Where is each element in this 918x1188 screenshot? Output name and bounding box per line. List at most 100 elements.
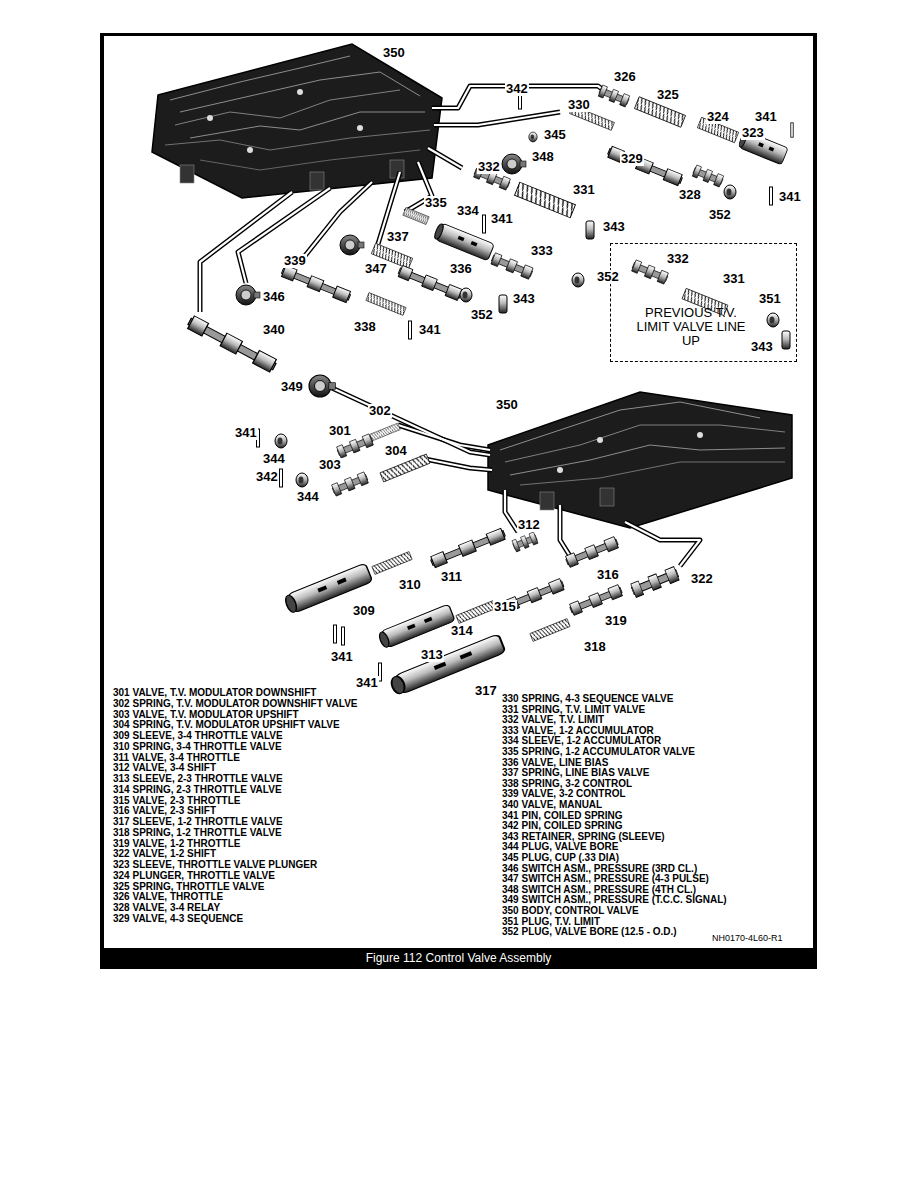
parts-list-entry: 352 PLUG, VALVE BORE (12.5 - O.D.): [502, 926, 677, 937]
parts-list-entry: 316 VALVE, 2-3 SHIFT: [113, 805, 216, 816]
callout-number: 328: [678, 188, 702, 202]
callout-number: 340: [262, 323, 286, 337]
callout-number: 341: [778, 190, 802, 204]
callout-number: 316: [596, 568, 620, 582]
parts-list-entry: 318 SPRING, 1-2 THROTTLE VALVE: [113, 827, 282, 838]
parts-list-entry: 341 PIN, COILED SPRING: [502, 810, 623, 821]
callout-number: 344: [262, 452, 286, 466]
parts-list-entry: 322 VALVE, 1-2 SHIFT: [113, 848, 216, 859]
callout-number: 317: [474, 684, 498, 698]
callout-number: 332: [666, 252, 690, 266]
callout-number: 351: [758, 292, 782, 306]
callout-number: 344: [296, 490, 320, 504]
parts-list-entry: 339 VALVE, 3-2 CONTROL: [502, 788, 626, 799]
callout-number: 304: [384, 444, 408, 458]
callout-number: 341: [418, 323, 442, 337]
callout-number: 342: [255, 470, 279, 484]
parts-list-entry: 324 PLUNGER, THROTTLE VALVE: [113, 870, 275, 881]
callout-number: 309: [352, 604, 376, 618]
parts-list-entry: 303 VALVE, T.V. MODULATOR UPSHIFT: [113, 709, 299, 720]
parts-list-entry: 330 SPRING, 4-3 SEQUENCE VALVE: [502, 693, 673, 704]
callout-number: 352: [596, 270, 620, 284]
callout-number: 339: [283, 254, 307, 268]
callout-number: 350: [495, 398, 519, 412]
parts-list-entry: 332 VALVE, T.V. LIMIT: [502, 714, 604, 725]
callout-number: 347: [364, 262, 388, 276]
callout-number: 335: [424, 196, 448, 210]
parts-list-entry: 304 SPRING, T.V. MODULATOR UPSHIFT VALVE: [113, 719, 340, 730]
callout-number: 314: [450, 624, 474, 638]
parts-list-entry: 319 VALVE, 1-2 THROTTLE: [113, 838, 240, 849]
callout-number: 325: [656, 88, 680, 102]
callout-number: 322: [690, 572, 714, 586]
figure-caption: Figure 112 Control Valve Assembly: [100, 949, 817, 967]
callout-number: 313: [420, 648, 444, 662]
parts-list-entry: 326 VALVE, THROTTLE: [113, 891, 223, 902]
parts-list-entry: 310 SPRING, 3-4 THROTTLE VALVE: [113, 741, 282, 752]
callout-number: 342: [505, 82, 529, 96]
callout-number: 332: [477, 160, 501, 174]
parts-list-entry: 336 VALVE, LINE BIAS: [502, 757, 608, 768]
callout-number: 352: [708, 208, 732, 222]
callout-number: 329: [620, 152, 644, 166]
callout-number: 333: [530, 244, 554, 258]
callout-number: 312: [517, 518, 541, 532]
parts-list-entry: 343 RETAINER, SPRING (SLEEVE): [502, 831, 665, 842]
callout-number: 343: [602, 220, 626, 234]
parts-list-entry: 325 SPRING, THROTTLE VALVE: [113, 881, 264, 892]
callout-number: 343: [512, 292, 536, 306]
callout-number: 319: [604, 614, 628, 628]
callout-number: 337: [386, 230, 410, 244]
callout-number: 318: [583, 640, 607, 654]
callout-number: 310: [398, 578, 422, 592]
parts-list-entry: 338 SPRING, 3-2 CONTROL: [502, 778, 632, 789]
callout-number: 343: [750, 340, 774, 354]
callout-number: 345: [543, 128, 567, 142]
parts-list-entry: 302 SPRING, T.V. MODULATOR DOWNSHIFT VAL…: [113, 698, 357, 709]
callout-number: 341: [490, 212, 514, 226]
callout-number: 324: [706, 110, 730, 124]
callout-number: 341: [330, 650, 354, 664]
callout-number: 303: [318, 458, 342, 472]
callout-number: 315: [493, 600, 517, 614]
parts-list-entry: 351 PLUG, T.V. LIMIT: [502, 916, 600, 927]
callout-number: 331: [722, 272, 746, 286]
callout-number: 350: [382, 46, 406, 60]
callout-number: 302: [368, 404, 392, 418]
parts-list-entry: 348 SWITCH ASM., PRESSURE (4TH CL.): [502, 884, 696, 895]
parts-list-entry: 323 SLEEVE, THROTTLE VALVE PLUNGER: [113, 859, 317, 870]
parts-list-entry: 333 VALVE, 1-2 ACCUMULATOR: [502, 725, 654, 736]
parts-list-entry: 329 VALVE, 4-3 SEQUENCE: [113, 913, 243, 924]
callout-number: 338: [353, 320, 377, 334]
parts-list-entry: 349 SWITCH ASM., PRESSURE (T.C.C. SIGNAL…: [502, 894, 727, 905]
parts-list-entry: 317 SLEEVE, 1-2 THROTTLE VALVE: [113, 816, 283, 827]
callout-number: 341: [234, 426, 258, 440]
callout-number: 301: [328, 424, 352, 438]
parts-list-entry: 331 SPRING, T.V. LIMIT VALVE: [502, 704, 645, 715]
parts-list-entry: 301 VALVE, T.V. MODULATOR DOWNSHIFT: [113, 687, 316, 698]
callout-number: 311: [440, 570, 463, 584]
inset-note: PREVIOUS T.V. LIMIT VALVE LINE UP: [631, 306, 751, 348]
parts-list-entry: 309 SLEEVE, 3-4 THROTTLE VALVE: [113, 730, 283, 741]
drawing-code: NH0170-4L60-R1: [712, 933, 783, 943]
callout-number: 326: [613, 70, 637, 84]
parts-list-entry: 337 SPRING, LINE BIAS VALVE: [502, 767, 649, 778]
parts-list-entry: 345 PLUG, CUP (.33 DIA): [502, 852, 619, 863]
parts-list-entry: 311 VALVE, 3-4 THROTTLE: [113, 752, 240, 763]
callout-number: 336: [449, 262, 473, 276]
parts-list-entry: 350 BODY, CONTROL VALVE: [502, 905, 639, 916]
parts-list-entry: 340 VALVE, MANUAL: [502, 799, 602, 810]
callout-number: 330: [567, 98, 591, 112]
callout-number: 346: [262, 290, 286, 304]
callout-number: 349: [280, 380, 304, 394]
parts-list-entry: 313 SLEEVE, 2-3 THROTTLE VALVE: [113, 773, 283, 784]
callout-number: 334: [456, 204, 480, 218]
callout-number: 341: [355, 676, 379, 690]
callout-number: 323: [741, 126, 765, 140]
callout-number: 331: [572, 183, 596, 197]
parts-list-entry: 315 VALVE, 2-3 THROTTLE: [113, 795, 240, 806]
callout-number: 352: [470, 308, 494, 322]
callout-number: 341: [754, 110, 778, 124]
